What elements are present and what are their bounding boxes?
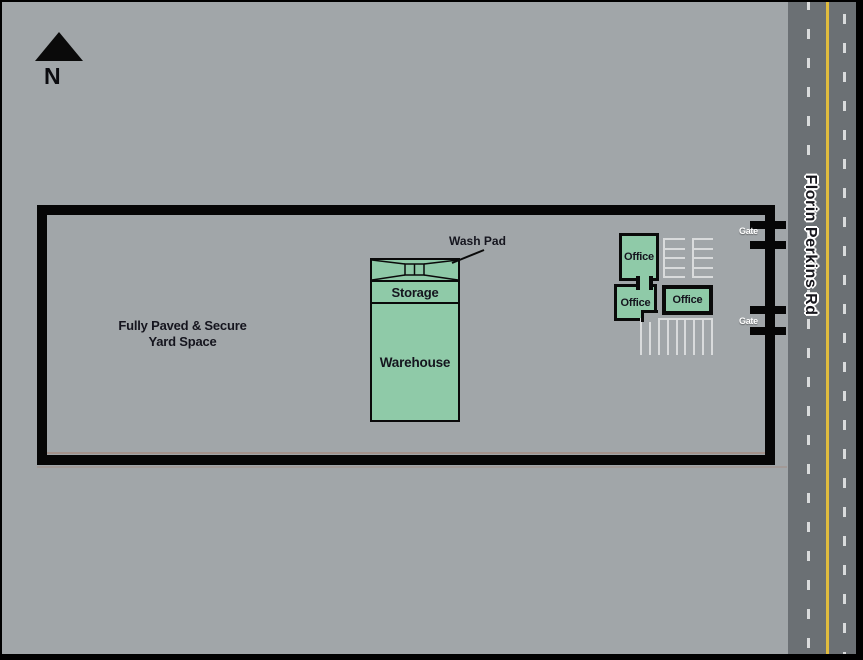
frame-left — [0, 0, 2, 660]
parking-line — [663, 266, 685, 269]
wash-pad-funnel-icon — [371, 259, 459, 281]
parking-line — [692, 238, 713, 240]
parking-line — [702, 318, 705, 355]
parking-line — [684, 318, 687, 355]
parking-line — [693, 318, 696, 355]
office-building-bottom: Office — [614, 284, 657, 321]
office-bottom-notch — [641, 310, 658, 322]
warehouse-building: Warehouse — [370, 302, 460, 422]
office-top-label: Office — [624, 251, 654, 263]
warehouse-label: Warehouse — [379, 354, 451, 370]
parking-line — [663, 238, 685, 240]
north-arrow-icon — [35, 32, 83, 61]
wash-pad-label: Wash Pad — [449, 234, 506, 248]
road-name-label: Florin Perkins Rd — [802, 174, 819, 316]
parking-line — [711, 318, 713, 355]
frame-top — [0, 0, 863, 2]
property-boundary — [37, 205, 775, 465]
office-bottom-label: Office — [620, 296, 651, 309]
gate2-bar-top — [750, 306, 786, 314]
parking-line — [666, 318, 669, 355]
survey-line-lower — [37, 466, 787, 468]
parking-line — [692, 257, 713, 259]
parking-line — [648, 318, 651, 355]
north-label: N — [44, 63, 61, 89]
survey-line-upper — [47, 452, 765, 454]
parking-line — [692, 247, 713, 250]
gate2-label: Gate — [739, 316, 758, 326]
yard-label: Fully Paved & Secure Yard Space — [95, 318, 270, 350]
frame-bottom — [0, 654, 863, 660]
parking-line — [675, 318, 678, 355]
wash-pad-pointer-line — [451, 249, 485, 264]
road-center-line — [826, 0, 829, 660]
gate2-bar-bottom — [750, 327, 786, 335]
parking-line — [640, 318, 642, 355]
parking-line — [692, 276, 713, 278]
gate1-bar-top — [750, 221, 786, 229]
parking-line — [657, 318, 660, 355]
storage-label: Storage — [391, 284, 439, 300]
office-building-top: Office — [619, 233, 659, 281]
parking-line — [663, 247, 685, 250]
road-surface — [788, 0, 863, 660]
lane-dash-right — [843, 0, 846, 660]
parking-line — [663, 276, 685, 278]
parking-line — [692, 266, 713, 269]
frame-right — [856, 0, 863, 660]
parking-line — [663, 257, 685, 259]
gate1-bar-bottom — [750, 241, 786, 249]
office-connector — [636, 276, 653, 290]
gate1-label: Gate — [739, 226, 758, 236]
yard-label-line1: Fully Paved & Secure — [118, 318, 247, 333]
storage-building: Storage — [370, 280, 460, 304]
office-building-right: Office — [662, 285, 713, 315]
lane-dash-left — [807, 0, 810, 660]
yard-label-line2: Yard Space — [148, 334, 217, 349]
office-right-label: Office — [672, 294, 703, 306]
